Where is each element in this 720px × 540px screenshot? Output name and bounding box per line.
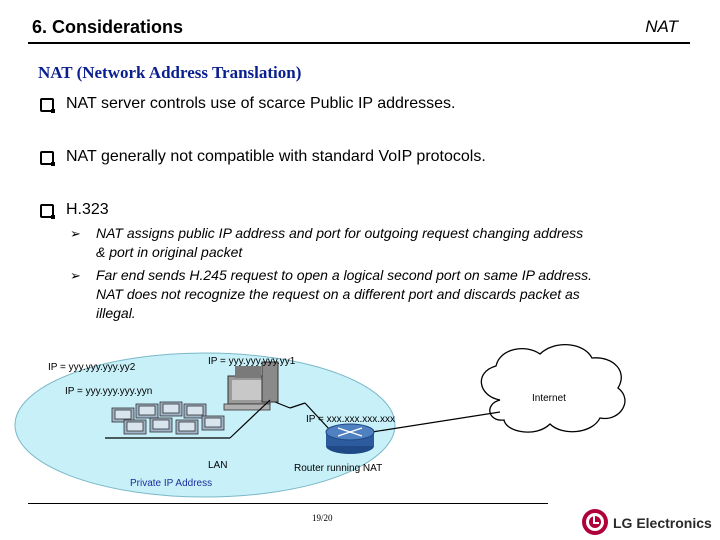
section-label: NAT [645, 17, 678, 36]
bullet-3-text: H.323 [66, 201, 109, 218]
ip-label-public: IP = xxx.xxx.xxx.xxx [306, 414, 395, 425]
footer-divider [28, 503, 548, 504]
header-divider [28, 42, 690, 44]
checkbox-bullet-icon [40, 151, 55, 166]
lan-computers-icon [105, 399, 271, 439]
arrow-bullet-icon: ➢ [70, 226, 81, 241]
arrow-bullet-icon: ➢ [70, 268, 81, 283]
company-logo-text: LG Electronics [613, 515, 712, 531]
internet-cloud-icon [480, 343, 626, 433]
sub-bullet-1: ➢ NAT assigns public IP address and port… [70, 224, 596, 262]
checkbox-bullet-icon [40, 98, 55, 113]
page-number: 19/20 [312, 513, 333, 523]
bullet-1: NAT server controls use of scarce Public… [40, 95, 456, 113]
router-icon [325, 423, 375, 454]
sub-bullet-2-text: Far end sends H.245 request to open a lo… [96, 267, 593, 321]
router-label: Router running NAT [294, 463, 383, 474]
server-computer-icon [223, 361, 279, 411]
ip-label-yy1: IP = yyy.yyy.yyy.yy1 [208, 356, 296, 367]
internet-label: Internet [532, 393, 566, 404]
lan-label: LAN [208, 460, 228, 471]
page-title: 6. Considerations [32, 17, 184, 37]
bullet-2: NAT generally not compatible with standa… [40, 148, 486, 166]
checkbox-bullet-icon [40, 204, 55, 219]
lg-logo-icon [582, 509, 608, 535]
sub-bullet-1-text: NAT assigns public IP address and port f… [96, 225, 584, 260]
sub-bullet-2: ➢ Far end sends H.245 request to open a … [70, 266, 596, 323]
bullet-1-text: NAT server controls use of scarce Public… [66, 95, 456, 112]
bullet-3: H.323 [40, 201, 109, 219]
private-ip-label: Private IP Address [130, 478, 213, 489]
ip-label-yy2: IP = yyy.yyy.yyy.yy2 [48, 362, 136, 373]
ip-label-yyn: IP = yyy.yyy.yyy.yyn [65, 386, 153, 397]
slide-subtitle: NAT (Network Address Translation) [38, 63, 302, 82]
link-lan-to-router [289, 402, 306, 409]
bullet-2-text: NAT generally not compatible with standa… [66, 148, 486, 165]
link-router-to-internet [371, 411, 501, 433]
